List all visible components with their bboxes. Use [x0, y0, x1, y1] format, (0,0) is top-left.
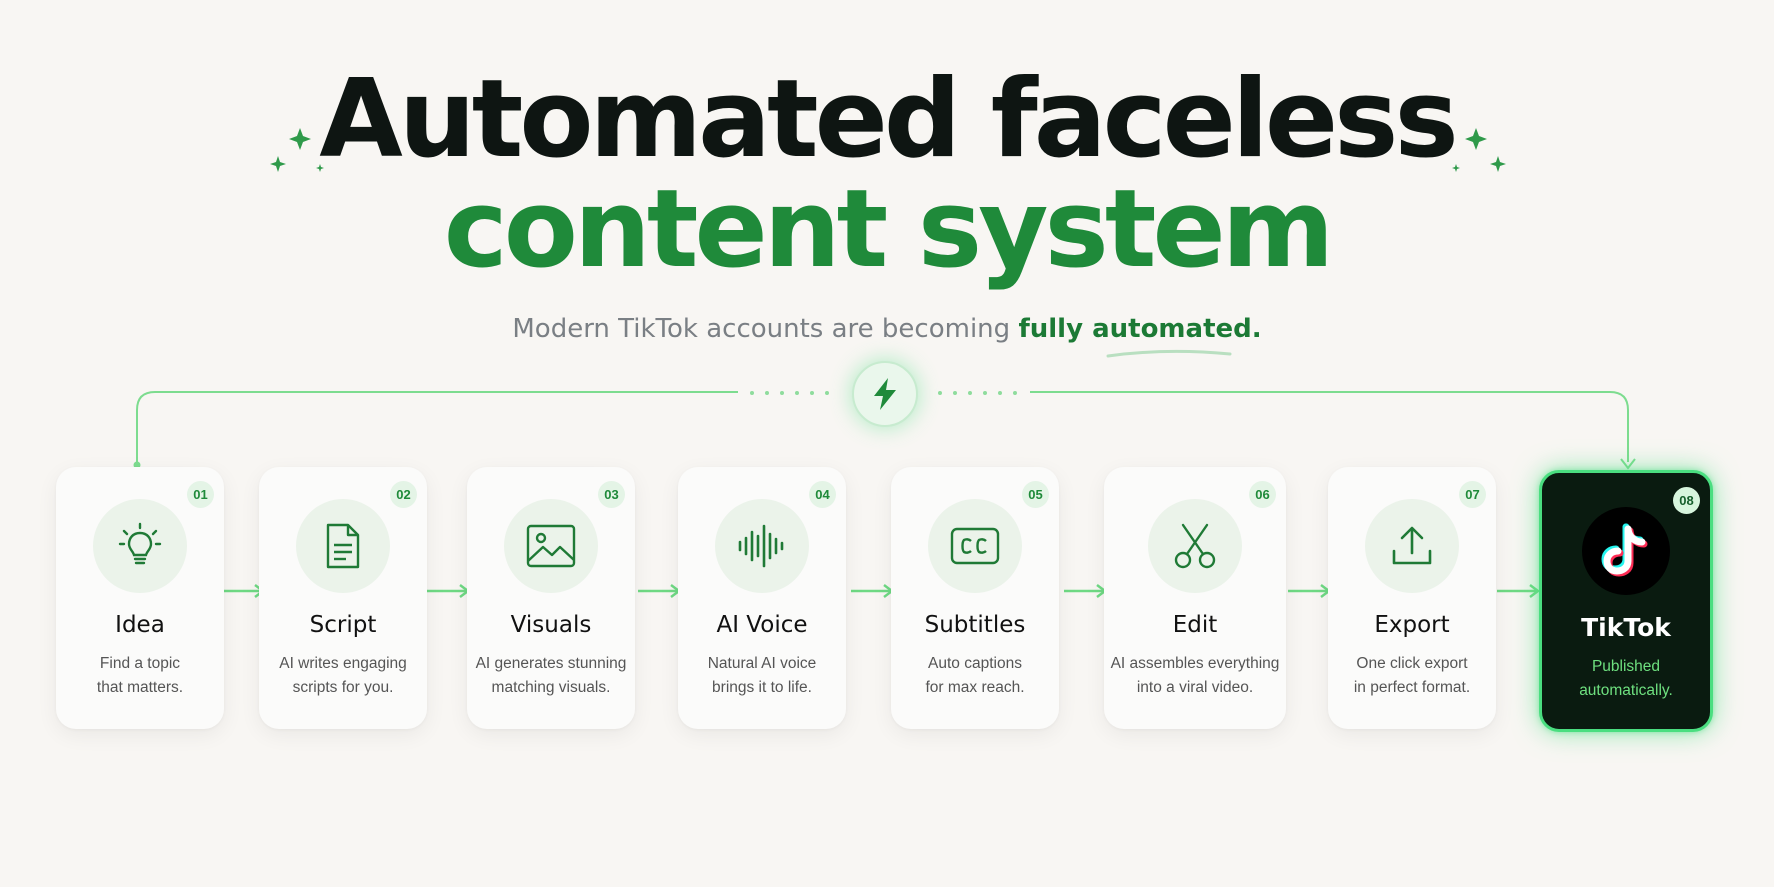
- arrow-3-4: [638, 584, 682, 598]
- step-number-badge: 06: [1249, 481, 1276, 508]
- document-icon: [326, 523, 360, 569]
- step-title: Script: [309, 612, 377, 638]
- step-card-export: 07 Export One click export in perfect for…: [1328, 467, 1496, 729]
- icon-circle: [1582, 507, 1670, 595]
- step-title: AI Voice: [716, 612, 808, 638]
- step-title: Idea: [115, 612, 165, 638]
- arrow-4-5: [851, 584, 895, 598]
- step-desc-line-1: One click export: [1356, 655, 1468, 672]
- step-title: Edit: [1172, 612, 1218, 638]
- scissors-icon: [1174, 523, 1216, 569]
- subtitle-highlight: fully automated.: [1018, 314, 1262, 344]
- step-title: TikTok: [1581, 613, 1671, 642]
- tiktok-logo-icon: [1601, 523, 1648, 577]
- icon-circle: [504, 499, 598, 593]
- arrow-5-6: [1064, 584, 1108, 598]
- step-description: Auto captions for max reach.: [895, 652, 1055, 700]
- step-desc-line-1: Natural AI voice: [707, 655, 817, 672]
- icon-circle: [928, 499, 1022, 593]
- icon-circle: [1148, 499, 1242, 593]
- step-desc-line-2: for max reach.: [925, 679, 1025, 696]
- arrow-1-2: [222, 584, 266, 598]
- subtitle: Modern TikTok accounts are becoming full…: [0, 314, 1774, 344]
- lightning-icon: [874, 378, 896, 410]
- sparkle-icon-left: [270, 128, 324, 172]
- step-desc-line-2: brings it to life.: [712, 679, 812, 696]
- step-description: AI writes engaging scripts for you.: [263, 652, 423, 700]
- step-card-subtitles: 05 Subtitles Auto captions for max reach.: [891, 467, 1059, 729]
- step-number-badge: 01: [187, 481, 214, 508]
- step-desc-line-2: that matters.: [96, 679, 184, 696]
- dotted-line-left: [750, 391, 829, 395]
- step-title: Subtitles: [924, 612, 1026, 638]
- step-desc-line-1: Auto captions: [928, 655, 1022, 672]
- icon-circle: [715, 499, 809, 593]
- loop-arrowhead: [1620, 458, 1636, 470]
- underline-swoosh: [1106, 349, 1232, 358]
- waveform-icon: [738, 524, 784, 568]
- page-title-line-1: Automated faceless: [319, 57, 1458, 182]
- step-desc-line-2: automatically.: [1579, 682, 1673, 699]
- upload-icon: [1392, 526, 1432, 565]
- step-desc-line-2: in perfect format.: [1353, 679, 1471, 696]
- icon-circle: [93, 499, 187, 593]
- step-card-tiktok: 08 TikTok Published automatically.: [1539, 470, 1713, 732]
- step-description: AI assembles everything into a viral vide…: [1108, 652, 1282, 700]
- loop-line-left: [136, 391, 738, 467]
- step-title: Export: [1374, 612, 1450, 638]
- dotted-line-right: [938, 391, 1017, 395]
- step-title: Visuals: [510, 612, 592, 638]
- step-description: One click export in perfect format.: [1332, 652, 1492, 700]
- arrow-2-3: [427, 584, 471, 598]
- icon-circle: [296, 499, 390, 593]
- image-icon: [526, 524, 576, 568]
- arrow-6-7: [1288, 584, 1332, 598]
- loop-line-right: [1030, 391, 1629, 462]
- icon-circle: [1365, 499, 1459, 593]
- step-desc-line-1: AI generates stunning: [475, 655, 627, 672]
- step-description: Find a topic that matters.: [60, 652, 220, 700]
- step-description: Natural AI voice brings it to life.: [682, 652, 842, 700]
- arrow-7-8: [1497, 584, 1541, 598]
- step-card-edit: 06 Edit AI assembles everything into a vi…: [1104, 467, 1286, 729]
- step-number-badge: 02: [390, 481, 417, 508]
- step-desc-line-1: AI writes engaging: [279, 655, 407, 672]
- step-card-ai-voice: 04 AI Voice Natural AI voice brings it to…: [678, 467, 846, 729]
- hub-node: [852, 361, 918, 427]
- step-description: AI generates stunning matching visuals.: [471, 652, 631, 700]
- step-desc-line-2: matching visuals.: [491, 679, 611, 696]
- step-number-badge: 08: [1673, 487, 1700, 514]
- step-number-badge: 07: [1459, 481, 1486, 508]
- step-description: Published automatically.: [1546, 655, 1706, 703]
- step-desc-line-1: AI assembles everything: [1110, 655, 1280, 672]
- step-card-visuals: 03 Visuals AI generates stunning matching…: [467, 467, 635, 729]
- cc-icon: [950, 527, 1000, 565]
- loop-start-dot: [133, 461, 141, 469]
- sparkle-icon-right: [1452, 128, 1506, 172]
- step-desc-line-1: Published: [1591, 658, 1661, 675]
- step-desc-line-2: scripts for you.: [292, 679, 394, 696]
- step-card-script: 02 Script AI writes engaging scripts for …: [259, 467, 427, 729]
- step-desc-line-2: into a viral video.: [1136, 679, 1254, 696]
- step-desc-line-1: Find a topic: [99, 655, 181, 672]
- subtitle-text: Modern TikTok accounts are becoming: [512, 314, 1019, 344]
- page-title-line-2: content system: [443, 167, 1334, 292]
- step-number-badge: 04: [809, 481, 836, 508]
- step-number-badge: 03: [598, 481, 625, 508]
- lightbulb-icon: [118, 522, 162, 565]
- step-card-idea: 01 Idea Find a topic that matters.: [56, 467, 224, 729]
- step-number-badge: 05: [1022, 481, 1049, 508]
